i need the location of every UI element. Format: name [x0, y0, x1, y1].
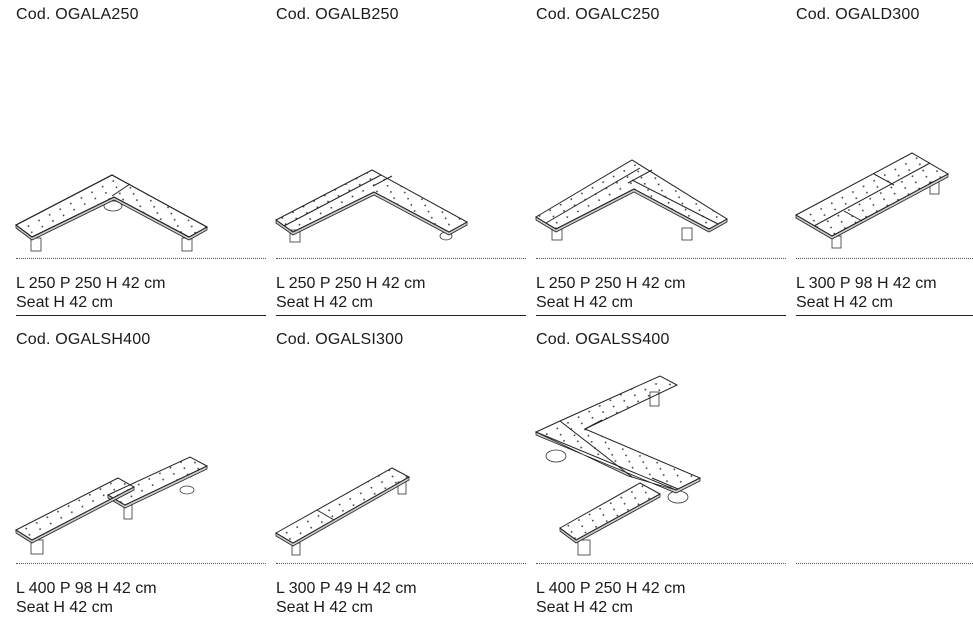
dims-text: L 250 P 250 H 42 cm	[536, 275, 686, 292]
product-code: Cod. OGALB250	[276, 6, 399, 23]
divider-solid	[796, 315, 973, 316]
divider-dotted	[276, 258, 526, 259]
product-code: Cod. OGALSH400	[16, 331, 151, 348]
divider-solid	[276, 315, 526, 316]
product-code: Cod. OGALSI300	[276, 331, 404, 348]
bench-drawing-ogalsh400	[14, 456, 209, 555]
divider-solid	[536, 315, 786, 316]
bench-drawing-ogald300	[794, 152, 950, 249]
dims-text: L 400 P 250 H 42 cm	[536, 580, 686, 597]
divider-dotted	[536, 563, 786, 564]
seat-height-text: Seat H 42 cm	[276, 294, 373, 311]
product-code: Cod. OGALA250	[16, 6, 139, 23]
divider-solid	[16, 315, 266, 316]
bench-drawing-ogalsi300	[274, 467, 411, 556]
bench-drawing-ogalc250	[535, 159, 728, 241]
divider-dotted	[796, 563, 973, 564]
product-dimensions: L 400 P 98 H 42 cm Seat H 42 cm	[16, 579, 157, 617]
product-dimensions: L 250 P 250 H 42 cm Seat H 42 cm	[276, 274, 425, 312]
dims-text: L 250 P 250 H 42 cm	[16, 275, 166, 292]
divider-dotted	[796, 258, 973, 259]
dims-text: L 250 P 250 H 42 cm	[276, 275, 426, 292]
seat-height-text: Seat H 42 cm	[536, 599, 633, 616]
divider-dotted	[16, 563, 266, 564]
divider-dotted	[16, 258, 266, 259]
product-dimensions: L 400 P 250 H 42 cm Seat H 42 cm	[536, 579, 685, 617]
product-code: Cod. OGALD300	[796, 6, 920, 23]
product-dimensions: L 250 P 250 H 42 cm Seat H 42 cm	[16, 274, 165, 312]
bench-drawing-ogalss400	[534, 375, 702, 556]
dims-text: L 400 P 98 H 42 cm	[16, 580, 157, 597]
seat-height-text: Seat H 42 cm	[536, 294, 633, 311]
product-dimensions: L 300 P 49 H 42 cm Seat H 42 cm	[276, 579, 417, 617]
seat-height-text: Seat H 42 cm	[276, 599, 373, 616]
bench-drawing-ogalb250	[275, 169, 469, 243]
product-dimensions: L 300 P 98 H 42 cm Seat H 42 cm	[796, 274, 937, 312]
divider-dotted	[536, 258, 786, 259]
dims-text: L 300 P 49 H 42 cm	[276, 580, 417, 597]
divider-dotted	[276, 563, 526, 564]
product-code: Cod. OGALC250	[536, 6, 660, 23]
product-dimensions: L 250 P 250 H 42 cm Seat H 42 cm	[536, 274, 685, 312]
seat-height-text: Seat H 42 cm	[16, 599, 113, 616]
dims-text: L 300 P 98 H 42 cm	[796, 275, 937, 292]
seat-height-text: Seat H 42 cm	[796, 294, 893, 311]
bench-drawing-ogala250	[15, 174, 209, 252]
seat-height-text: Seat H 42 cm	[16, 294, 113, 311]
product-code: Cod. OGALSS400	[536, 331, 670, 348]
